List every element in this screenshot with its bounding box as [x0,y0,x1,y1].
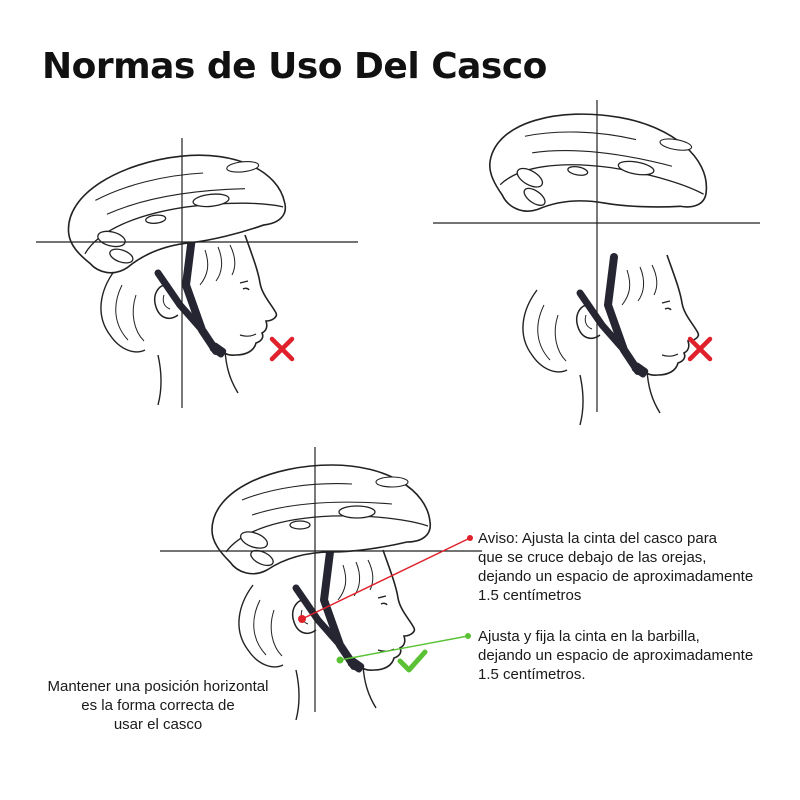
horizontal-line: Mantener una posición horizontal [47,678,269,695]
chin-strap-note: Ajusta y fija la cinta en la barbilla, d… [478,627,753,684]
cross-icon [269,336,295,362]
warning-pointer-line [301,537,471,620]
horizontal-line: usar el casco [113,716,203,733]
panel-helmet-too-forward [433,95,760,425]
warning-note: Aviso: Ajusta la cinta del casco para qu… [478,529,753,605]
horizontal-position-note: Mantener una posición horizontal es la f… [42,677,274,734]
chin-line: dejando un espacio de aproximadamente [478,647,754,664]
chin-pointer-line [339,635,469,661]
cross-icon [687,336,713,362]
panel-helmet-correct [160,447,482,720]
warning-line: Aviso: Ajusta la cinta del casco para [478,530,718,547]
panel-helmet-too-back [36,138,358,408]
warning-line: que se cruce debajo de las orejas, [478,549,707,566]
chin-line: 1.5 centímetros. [478,666,586,683]
horizontal-line: es la forma correcta de [81,697,235,714]
warning-line: 1.5 centímetros [478,587,582,604]
check-icon [397,649,428,673]
page-title: Normas de Uso Del Casco [42,46,547,87]
chin-line: Ajusta y fija la cinta en la barbilla, [478,628,700,645]
warning-line: dejando un espacio de aproximadamente [478,568,754,585]
